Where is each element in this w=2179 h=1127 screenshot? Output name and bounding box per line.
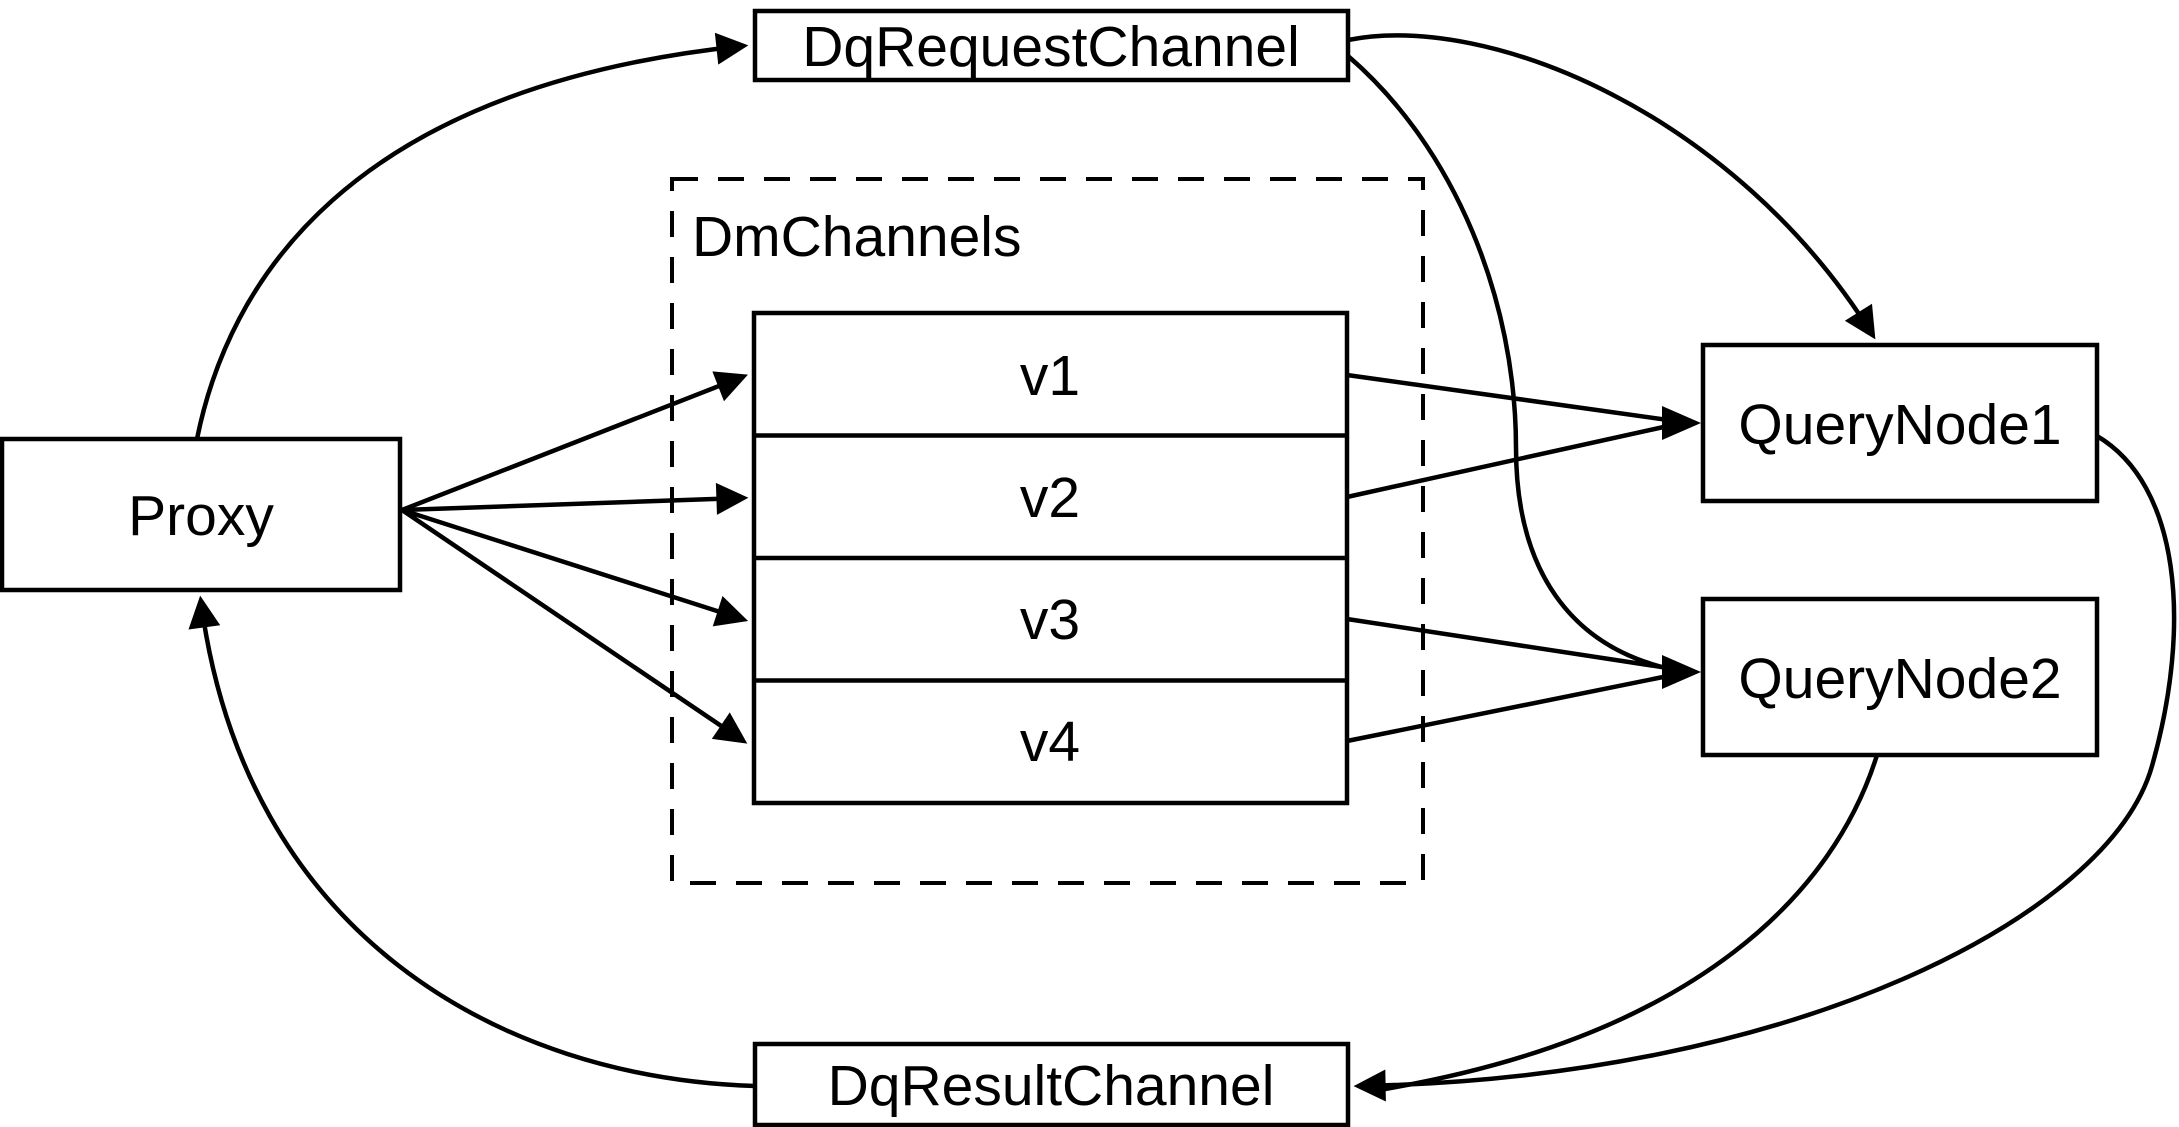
- edge-proxy-to-v1: [401, 371, 748, 513]
- arrowhead-into-querynode1: [1662, 406, 1701, 440]
- dq-request-channel-box: [752, 8, 1351, 83]
- dq-result-channel-box: [752, 1041, 1351, 1127]
- node-dq-result-channel: DqResultChannel: [752, 1041, 1351, 1127]
- query-node-2-box: [1700, 596, 2100, 758]
- dm-channels-label: DmChannels: [692, 205, 1021, 269]
- proxy-label: Proxy: [128, 484, 274, 548]
- edge-dqrequestchannel-to-querynode1: [1347, 33, 1876, 340]
- dm-channel-row-v3: v3: [1020, 588, 1080, 652]
- node-query-node-1: QueryNode1: [1700, 342, 2100, 504]
- dq-result-channel-label: DqResultChannel: [828, 1054, 1275, 1118]
- edge-proxy-to-v3: [401, 507, 749, 627]
- dq-request-channel-label: DqRequestChannel: [802, 15, 1300, 79]
- edge-dqresultchannel-to-proxy: [188, 595, 756, 1089]
- dm-channels-dashed-border: [670, 177, 1425, 885]
- query-node-2-label: QueryNode2: [1738, 647, 2061, 711]
- edge-querynode1-to-dqresultchannel: [1353, 434, 2177, 1102]
- edges-layer: [188, 32, 2177, 1102]
- edge-querynode2-to-dqresultchannel: [1384, 754, 1880, 1092]
- node-dq-request-channel: DqRequestChannel: [752, 8, 1351, 83]
- node-query-node-2: QueryNode2: [1700, 596, 2100, 758]
- edge-proxy-to-dqrequestchannel: [194, 32, 749, 440]
- arrowhead-into-querynode2: [1662, 655, 1701, 689]
- node-proxy: Proxy: [0, 436, 403, 593]
- dm-channel-table: v1 v2 v3 v4: [751, 310, 1350, 806]
- edge-proxy-to-v2: [401, 482, 749, 515]
- edge-v3-to-querynode2: [1346, 616, 1669, 671]
- edge-v4-to-querynode2: [1346, 673, 1669, 744]
- edge-dqrequestchannel-to-querynode2: [1346, 54, 1667, 671]
- dm-channel-row-v2: v2: [1020, 466, 1080, 530]
- proxy-box: [0, 436, 403, 593]
- edge-v2-to-querynode1: [1346, 423, 1669, 500]
- dm-channel-row-v1: v1: [1020, 344, 1080, 408]
- dm-channel-row-v4: v4: [1020, 710, 1080, 774]
- query-node-1-label: QueryNode1: [1738, 393, 2061, 457]
- edge-proxy-to-v4: [400, 508, 748, 744]
- dm-channels-group: DmChannels: [670, 177, 1425, 885]
- edge-v1-to-querynode1: [1346, 372, 1669, 423]
- query-node-1-box: [1700, 342, 2100, 504]
